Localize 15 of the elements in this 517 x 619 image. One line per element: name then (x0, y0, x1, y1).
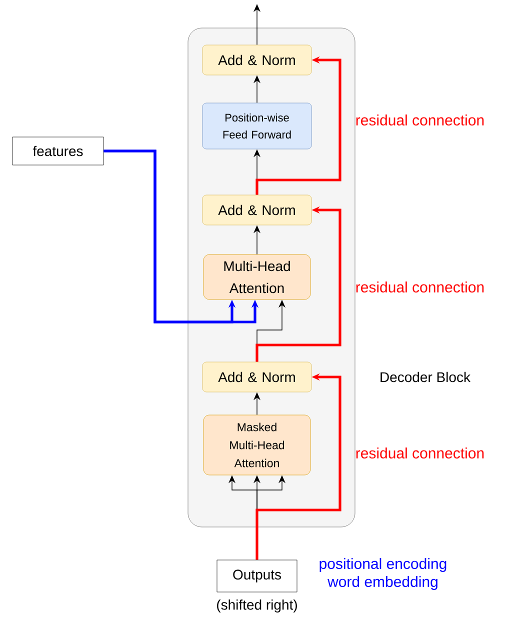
add-norm-box: Add & Norm (202, 362, 312, 392)
node-label: (shifted right) (217, 599, 297, 613)
input-box: features (12, 136, 104, 166)
attention-box: Masked Multi-Head Attention (203, 414, 311, 476)
add-norm-box: Add & Norm (202, 194, 312, 226)
annotation: positional encoding (320, 558, 446, 572)
feed-forward-box: Position-wise Feed Forward (202, 102, 312, 150)
input-box: Outputs (216, 560, 298, 592)
attention-box: Multi-Head Attention (203, 254, 311, 300)
annotation: residual connection (356, 114, 484, 126)
annotation: residual connection (356, 282, 484, 292)
add-norm-box: Add & Norm (202, 44, 312, 76)
annotation: residual connection (356, 448, 484, 458)
block-title: Decoder Block (380, 372, 470, 382)
annotation: word embedding (328, 576, 438, 590)
